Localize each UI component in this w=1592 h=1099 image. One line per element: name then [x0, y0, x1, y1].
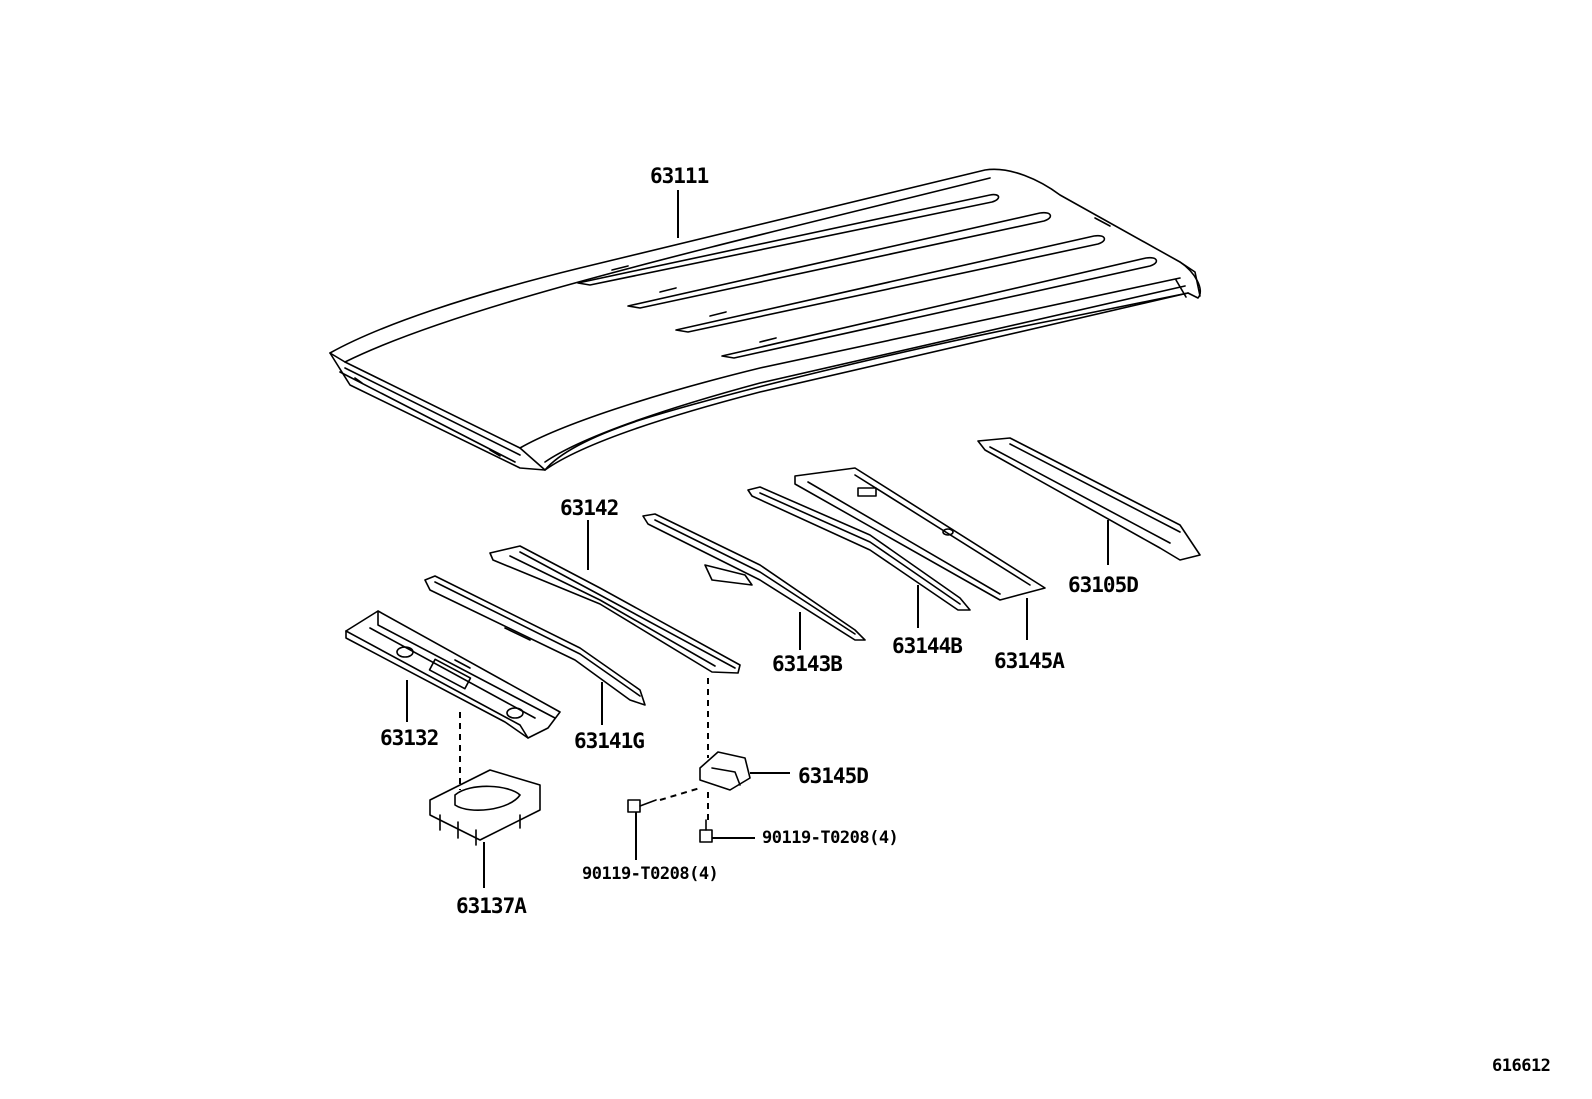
bolt-icon [627, 799, 713, 843]
label-roof-bow-rear-1[interactable]: 63144B [892, 634, 963, 658]
label-windshield-header[interactable]: 63132 [380, 726, 439, 750]
label-roof-bow-front[interactable]: 63141G [574, 729, 645, 753]
back-header[interactable] [977, 437, 1201, 561]
roof-bow-front[interactable] [424, 575, 646, 706]
label-roof-bow-center[interactable]: 63143B [772, 652, 843, 676]
label-reinforcement[interactable]: 63137A [456, 894, 527, 918]
label-header-panel[interactable]: 63142 [560, 496, 619, 520]
label-bolt-left[interactable]: 90119-T0208(4) [582, 864, 719, 884]
windshield-header[interactable] [345, 610, 561, 739]
label-bolt-right[interactable]: 90119-T0208(4) [762, 828, 899, 848]
roof-bow-rear-2[interactable] [794, 467, 1046, 601]
roof-panel[interactable] [329, 168, 1202, 471]
roof-bow-rear-1[interactable] [747, 486, 971, 611]
label-roof-panel[interactable]: 63111 [650, 164, 709, 188]
roof-bow-center[interactable] [642, 513, 866, 641]
label-back-header[interactable]: 63105D [1068, 573, 1139, 597]
roof-bracket[interactable] [699, 751, 751, 791]
illustration-number: 616612 [1492, 1056, 1551, 1076]
label-roof-bracket[interactable]: 63145D [798, 764, 869, 788]
reinforcement[interactable] [429, 769, 541, 846]
label-roof-bow-rear-2[interactable]: 63145A [994, 649, 1065, 673]
leader-lines [406, 190, 1109, 888]
header-panel[interactable] [489, 545, 741, 674]
